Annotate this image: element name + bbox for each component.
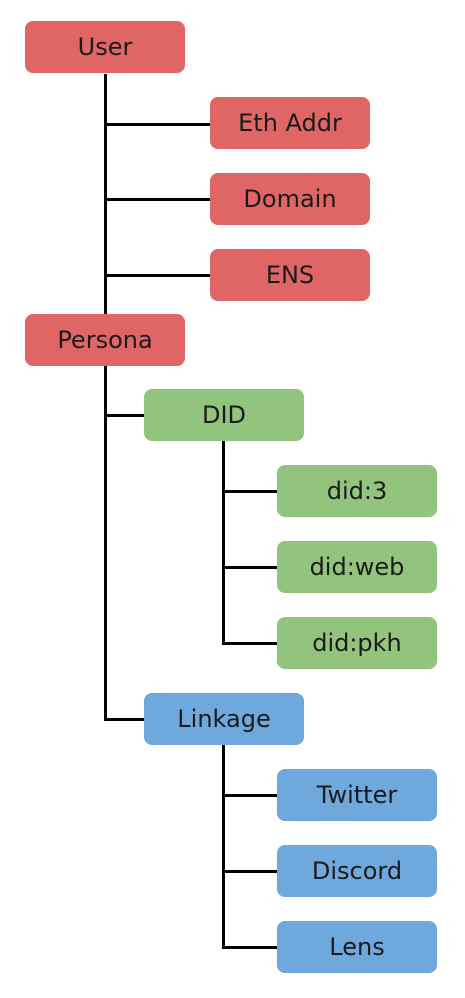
connector-eth-addr [104,123,210,126]
connector-twitter [222,794,278,797]
node-did-web: did:web [277,541,437,593]
connector-lens [222,946,278,949]
node-discord: Discord [277,845,437,897]
node-ens: ENS [210,249,370,301]
node-persona: Persona [25,314,185,366]
connector-did-3 [222,490,278,493]
connector-did-trunk [222,441,225,644]
node-eth-addr: Eth Addr [210,97,370,149]
connector-domain [104,198,210,201]
connector-did-web [222,566,278,569]
node-did: DID [144,389,304,441]
connector-linkage-trunk [222,745,225,948]
connector-ens [104,274,210,277]
node-lens: Lens [277,921,437,973]
node-linkage: Linkage [144,693,304,745]
node-did-pkh: did:pkh [277,617,437,669]
connector-discord [222,870,278,873]
node-domain: Domain [210,173,370,225]
node-twitter: Twitter [277,769,437,821]
connector-did [104,414,145,417]
connector-user-trunk [104,74,107,314]
node-did-3: did:3 [277,465,437,517]
node-user: User [25,21,185,73]
connector-linkage [104,718,145,721]
connector-did-pkh [222,642,278,645]
connector-persona-trunk [104,366,107,720]
